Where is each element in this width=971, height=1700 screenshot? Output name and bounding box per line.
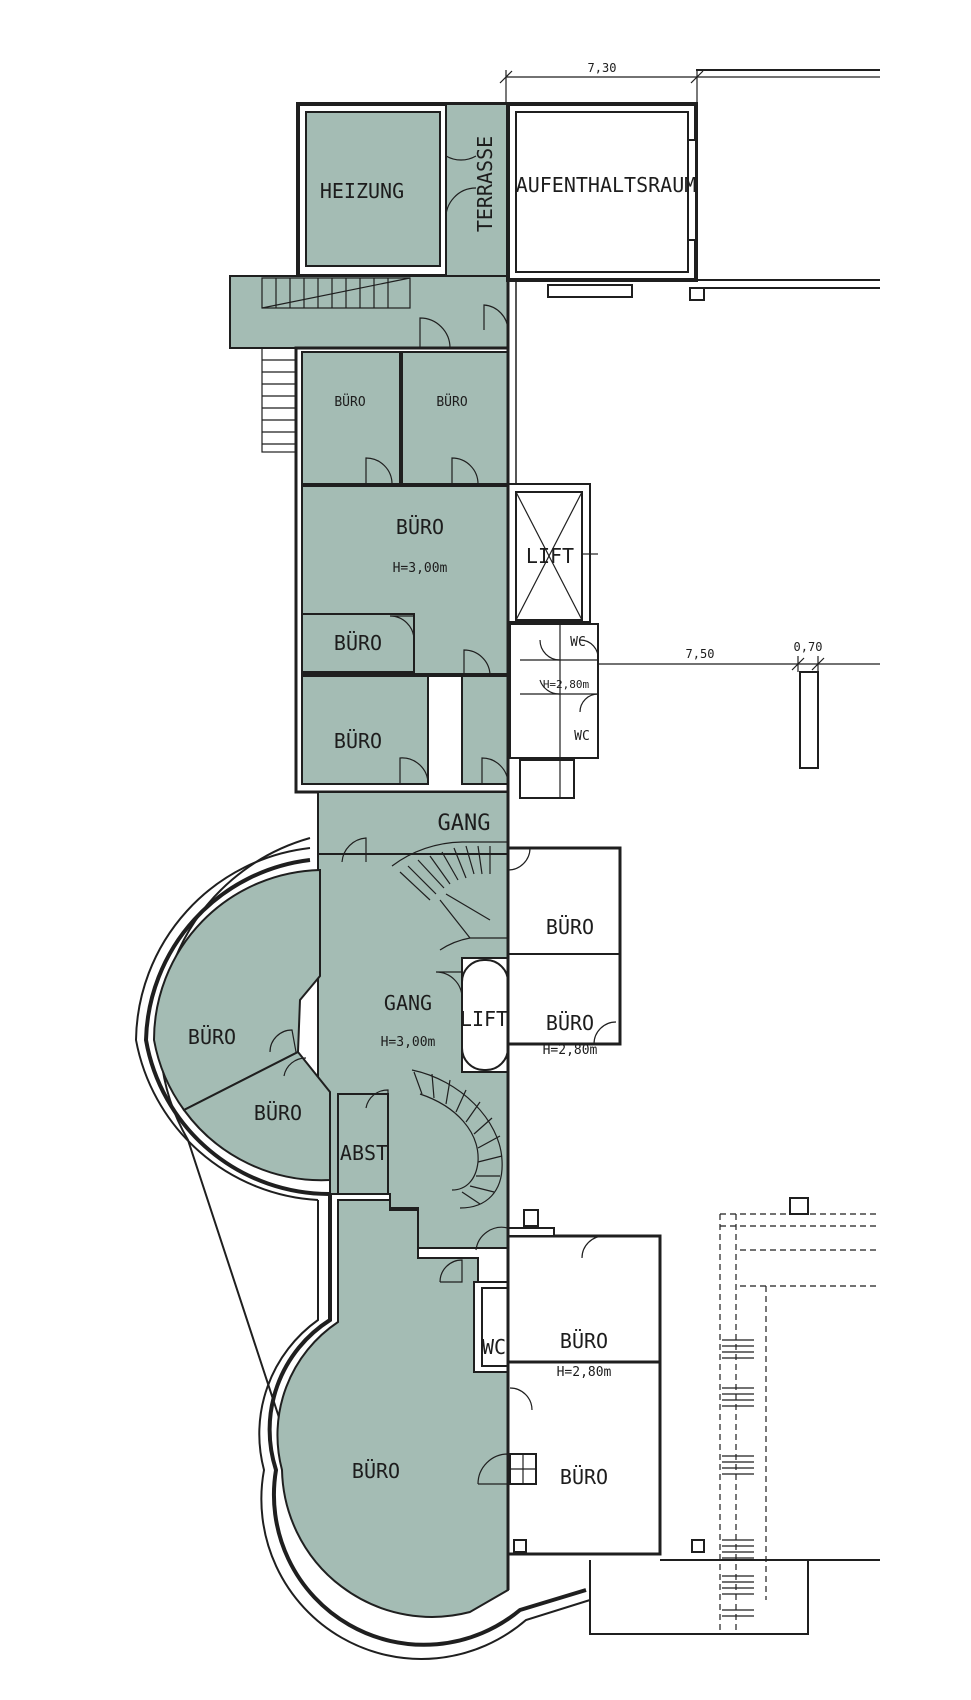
room-label-gang-central: GANG bbox=[384, 991, 432, 1015]
room-label-wc-south: WC bbox=[482, 1335, 506, 1359]
room-label-buero-a: BÜRO bbox=[334, 631, 382, 655]
room-label-buero-east-1: BÜRO bbox=[546, 915, 594, 939]
central-wing: GANG LIFT GANG bbox=[134, 791, 509, 1519]
east-stair-structure bbox=[719, 1197, 880, 1630]
room-label-buero-east-2: BÜRO bbox=[546, 1011, 594, 1035]
room-label-buero-se-2: BÜRO bbox=[560, 1465, 608, 1489]
north-block: HEIZUNG TERRASSE bbox=[229, 102, 510, 453]
room-label-lift-upper: LIFT bbox=[526, 544, 574, 568]
room-label-terrasse: TERRASSE bbox=[473, 136, 497, 232]
room-label-wc-lower: WC bbox=[574, 729, 590, 744]
room-label-buero-round-west: BÜRO bbox=[188, 1025, 236, 1049]
room-label-wc-upper: WC bbox=[570, 635, 586, 650]
room-label-buero-round-large: BÜRO bbox=[352, 1459, 400, 1483]
room-label-buero-small-1: BÜRO bbox=[334, 393, 365, 410]
room-label-buero-main: BÜRO bbox=[396, 515, 444, 539]
room-label-gang-central-height: H=3,00m bbox=[381, 1035, 436, 1050]
lift-wc-upper: LIFT WC H=2,80m WC bbox=[507, 483, 599, 799]
room-label-buero-round-south: BÜRO bbox=[254, 1101, 302, 1125]
aufenthaltsraum-block: AUFENTHALTSRAUM bbox=[506, 69, 880, 301]
room-label-buero-small-2: BÜRO bbox=[436, 393, 467, 410]
south-wing: WC BÜRO bbox=[258, 1194, 591, 1660]
room-label-aufenthaltsraum: AUFENTHALTSRAUM bbox=[516, 173, 697, 197]
office-strip: BÜRO BÜRO BÜRO H=3,00m BÜRO BÜRO bbox=[294, 346, 510, 794]
room-label-lift-lower: LIFT bbox=[460, 1007, 508, 1031]
dimension-top: 7,30 bbox=[499, 61, 880, 105]
dimension-top-label: 7,30 bbox=[588, 61, 617, 75]
room-label-buero-se-1: BÜRO bbox=[560, 1329, 608, 1353]
room-label-buero-main-height: H=3,00m bbox=[393, 561, 448, 576]
room-label-gang-upper: GANG bbox=[438, 811, 491, 836]
room-label-buero-east-2-height: H=2,80m bbox=[543, 1043, 598, 1058]
room-label-heizung: HEIZUNG bbox=[320, 179, 404, 203]
room-label-buero-se-1-height: H=2,80m bbox=[557, 1365, 612, 1380]
dimension-right-label-b: 0,70 bbox=[794, 640, 823, 654]
room-label-buero-b: BÜRO bbox=[334, 729, 382, 753]
room-label-wc-height: H=2,80m bbox=[543, 678, 590, 691]
south-east-offices: BÜRO H=2,80m BÜRO bbox=[506, 1227, 880, 1635]
east-offices-middle: BÜRO BÜRO H=2,80m bbox=[506, 846, 622, 1227]
dimension-right-label-a: 7,50 bbox=[686, 647, 715, 661]
room-label-abst: ABST bbox=[340, 1141, 388, 1165]
dimension-right: 7,50 0,70 bbox=[598, 640, 880, 769]
